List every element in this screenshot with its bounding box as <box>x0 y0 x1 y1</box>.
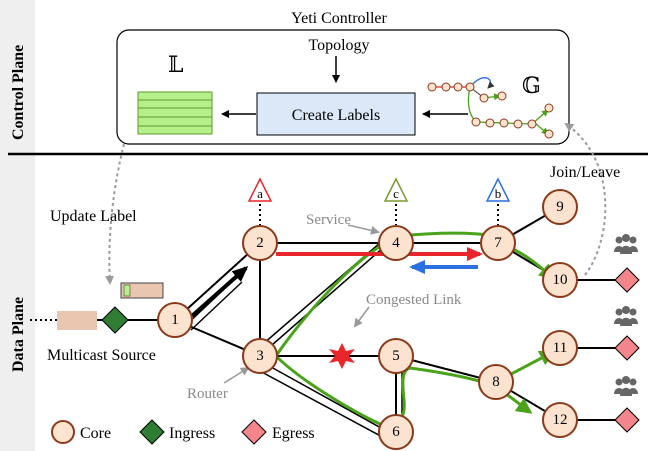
node-9 <box>542 189 578 225</box>
svg-text:6: 6 <box>392 424 400 440</box>
legend-core-text: Core <box>80 425 111 442</box>
congested-pointer <box>353 306 370 328</box>
users-icon <box>614 306 638 326</box>
router-text: Router <box>187 386 228 402</box>
node-11 <box>542 330 578 366</box>
svg-text:11: 11 <box>553 340 567 356</box>
svg-text:1: 1 <box>171 312 179 328</box>
svg-text:12: 12 <box>553 412 568 428</box>
join-leave-text: Join/Leave <box>550 164 620 181</box>
label-table <box>137 91 213 135</box>
svg-text:b: b <box>495 186 502 201</box>
service-text: Service <box>306 212 351 228</box>
side-strip <box>0 0 35 451</box>
legend-ingress-icon <box>139 419 165 445</box>
legend-ingress-text: Ingress <box>169 425 215 442</box>
legend: Core Ingress Egress <box>51 419 315 445</box>
ingress-diamond <box>101 306 129 334</box>
congested-link-text: Congested Link <box>366 292 462 308</box>
node-4 <box>378 225 414 261</box>
service-pointer <box>347 224 380 235</box>
svg-text:10: 10 <box>553 272 568 288</box>
label-header-tag <box>123 284 131 297</box>
svg-text:4: 4 <box>392 235 400 251</box>
svg-text:a: a <box>257 186 263 201</box>
legend-core-icon <box>51 420 75 444</box>
create-labels-box <box>256 92 416 136</box>
egress-10 <box>614 267 640 293</box>
svg-text:c: c <box>393 186 399 201</box>
service-c: c <box>383 177 409 202</box>
users-icon <box>614 234 638 254</box>
update-label-arrow <box>105 143 125 285</box>
node-labels: 1 2 3 4 5 6 7 8 9 10 11 12 <box>171 199 567 440</box>
node-8 <box>478 364 514 400</box>
core-nodes <box>157 189 578 450</box>
user-group-icons <box>614 234 638 396</box>
svg-text:5: 5 <box>392 348 400 364</box>
node-6 <box>378 414 414 450</box>
update-label-text: Update Label <box>50 208 137 225</box>
node-12 <box>542 402 578 438</box>
service-b: b <box>485 177 511 202</box>
create-labels-text: Create Labels <box>292 107 380 124</box>
node-7 <box>480 225 516 261</box>
legend-egress-text: Egress <box>272 425 315 442</box>
service-a: a <box>247 177 273 202</box>
node-2 <box>242 225 278 261</box>
users-icon <box>614 376 638 396</box>
node-3 <box>242 338 278 374</box>
node-1 <box>157 302 193 338</box>
svg-text:7: 7 <box>494 235 502 251</box>
egress-12 <box>614 407 640 433</box>
source-flow-arrow <box>190 266 249 318</box>
router-pointer <box>223 366 250 384</box>
legend-egress-icon <box>241 419 267 445</box>
egress-nodes <box>614 267 640 433</box>
multicast-source-text: Multicast Source <box>47 347 156 364</box>
topology-label: Topology <box>308 37 369 54</box>
egress-11 <box>614 335 640 361</box>
label-header <box>120 282 164 299</box>
controller-box <box>116 29 570 145</box>
controller-title: Yeti Controller <box>291 10 387 27</box>
congestion-star-icon <box>329 343 355 369</box>
control-plane-label: Control Plane <box>10 45 27 140</box>
data-plane-label: Data Plane <box>10 297 27 372</box>
node-5 <box>378 338 414 374</box>
svg-text:3: 3 <box>256 348 264 364</box>
svg-text:8: 8 <box>492 374 500 390</box>
node-10 <box>542 262 578 298</box>
join-leave-arrow <box>564 122 607 276</box>
graph-symbol: 𝔾 <box>522 74 541 99</box>
svg-text:2: 2 <box>256 235 264 251</box>
svg-text:9: 9 <box>556 199 564 215</box>
label-set-symbol: 𝕃 <box>168 53 183 78</box>
source-host <box>57 311 97 330</box>
service-stubs <box>259 204 499 225</box>
mini-graph <box>427 77 554 139</box>
